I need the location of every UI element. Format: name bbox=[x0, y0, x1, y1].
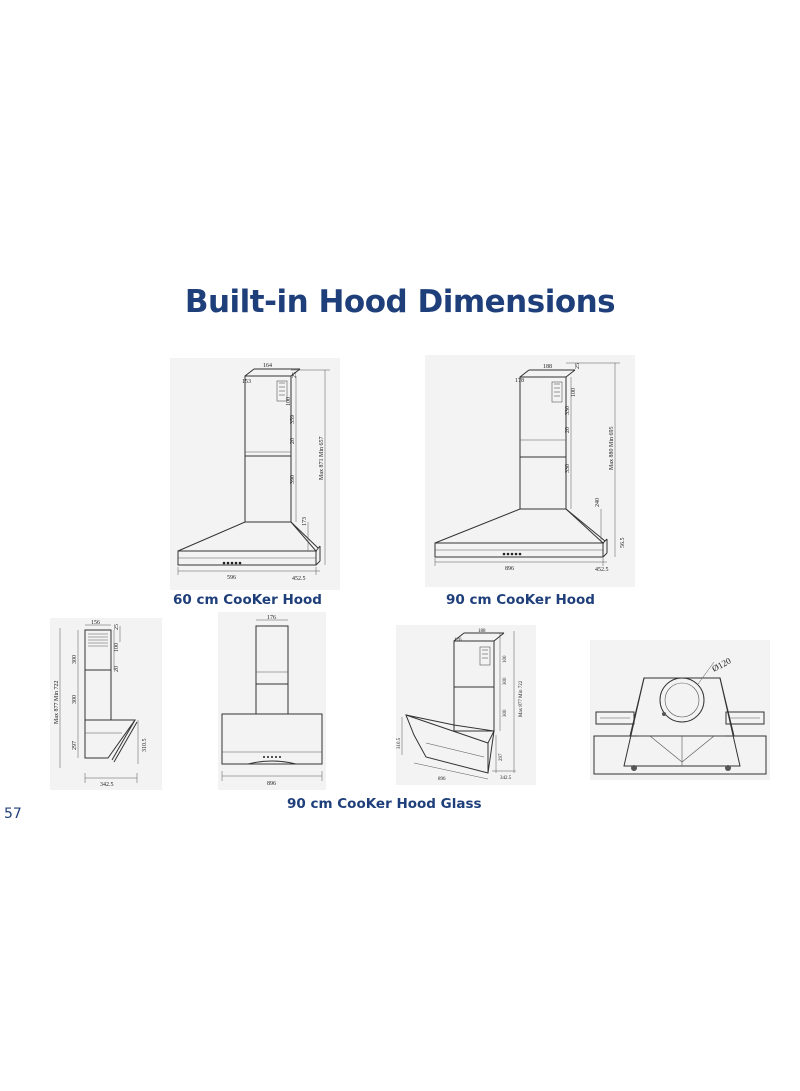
dim-width: 896 bbox=[505, 566, 514, 572]
dim-depth: 342.5 bbox=[500, 776, 512, 781]
dim-top-right: 25 bbox=[575, 363, 581, 369]
dim-vent: 100 bbox=[114, 643, 120, 652]
dim-top-width: 156 bbox=[91, 620, 100, 626]
dim-top-right: 25 bbox=[292, 372, 298, 378]
glass-hood-perspective-drawing: 176 188 100 300 300 297 310.5 Max 877 Mi… bbox=[396, 625, 536, 785]
dim-width: 896 bbox=[438, 777, 446, 782]
dim-top-left: 153 bbox=[242, 379, 251, 385]
caption-60cm-hood: 60 cm CooKer Hood bbox=[173, 592, 322, 608]
dim-top-right: 25 bbox=[114, 624, 120, 630]
dim-overlap: 20 bbox=[290, 438, 296, 444]
dim-vent: 100 bbox=[286, 397, 292, 406]
dim-vent: 100 bbox=[503, 655, 508, 663]
dim-glass: 310.5 bbox=[142, 739, 148, 753]
caption-90cm-hood: 90 cm CooKer Hood bbox=[446, 592, 595, 608]
glass-hood-top-view-drawing: Ø120 bbox=[590, 640, 770, 780]
dim-height-range: Max 877 Min 722 bbox=[519, 680, 524, 717]
dim-lower: 330 bbox=[565, 464, 571, 473]
dim-overlap: 20 bbox=[114, 666, 120, 672]
page-title: Built-in Hood Dimensions bbox=[184, 284, 616, 320]
dim-canopy: 240 bbox=[595, 498, 601, 507]
dim-height-range: Max 877 Min 722 bbox=[54, 681, 60, 725]
dim-chimney: 176 bbox=[267, 615, 276, 621]
dim-lower: 300 bbox=[72, 695, 78, 704]
glass-hood-front-drawing: 176 896 bbox=[218, 612, 326, 790]
dim-width: 596 bbox=[227, 575, 236, 581]
dim-chimney: 176 bbox=[454, 638, 462, 643]
hood-60cm-drawing: 153 164 25 100 359 20 390 173 Max 871 Mi… bbox=[170, 358, 340, 590]
dim-height-range: Max 880 Min 695 bbox=[609, 427, 615, 471]
dim-depth: 342.5 bbox=[100, 782, 114, 788]
dim-top-width: 164 bbox=[263, 363, 272, 369]
dim-height-range: Max 871 Min 657 bbox=[319, 437, 325, 481]
dim-side: 56.5 bbox=[620, 538, 626, 549]
dim-depth: 452.5 bbox=[292, 576, 306, 582]
dim-canopy: 297 bbox=[72, 741, 78, 750]
dim-depth: 452.5 bbox=[595, 567, 609, 573]
dim-width: 896 bbox=[267, 781, 276, 787]
page-number: 57 bbox=[4, 806, 22, 822]
dim-canopy: 297 bbox=[499, 753, 504, 761]
dim-lower: 390 bbox=[290, 475, 296, 484]
dim-upper: 300 bbox=[72, 655, 78, 664]
dim-top-width: 188 bbox=[478, 629, 486, 634]
dim-lower: 300 bbox=[503, 709, 508, 717]
dim-upper: 300 bbox=[503, 677, 508, 685]
glass-hood-side-drawing: 156 25 100 300 20 300 297 310.5 Max 877 … bbox=[50, 618, 162, 790]
caption-glass-hood: 90 cm CooKer Hood Glass bbox=[287, 796, 482, 812]
dim-overlap: 20 bbox=[565, 427, 571, 433]
hood-90cm-drawing: 178 188 25 100 330 20 330 240 Max 880 Mi… bbox=[425, 355, 635, 587]
dim-top-left: 178 bbox=[515, 378, 524, 384]
dim-canopy: 173 bbox=[302, 517, 308, 526]
dim-glass: 310.5 bbox=[397, 737, 402, 749]
dim-upper: 359 bbox=[290, 415, 296, 424]
dim-vent: 100 bbox=[571, 388, 577, 397]
dim-upper: 330 bbox=[565, 406, 571, 415]
dim-top-width: 188 bbox=[543, 364, 552, 370]
